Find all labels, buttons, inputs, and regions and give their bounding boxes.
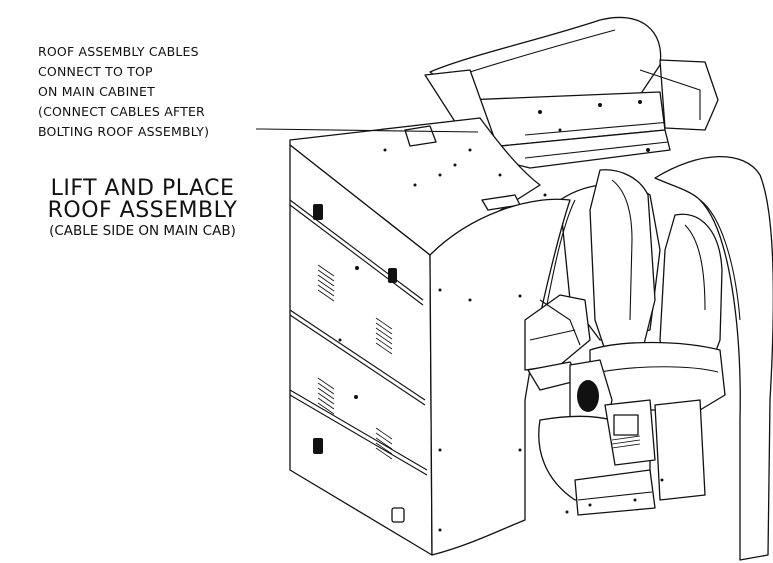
cable-callout: ROOF ASSEMBLY CABLES CONNECT TO TOP ON M… xyxy=(38,42,209,142)
callout-line: (CONNECT CABLES AFTER xyxy=(38,104,205,119)
headline-note: (CABLE SIDE ON MAIN CAB) xyxy=(49,223,236,239)
callout-line: CONNECT TO TOP xyxy=(38,64,153,79)
callout-line: BOLTING ROOF ASSEMBLY) xyxy=(38,124,210,139)
callout-line: ON MAIN CABINET xyxy=(38,84,155,99)
callout-line: ROOF ASSEMBLY CABLES xyxy=(38,44,199,59)
callout-leader xyxy=(256,128,479,133)
headline-line-1: LIFT AND PLACE xyxy=(50,176,235,201)
controls-and-floor xyxy=(524,294,706,516)
vent-slots xyxy=(317,264,393,460)
rear-side-arch xyxy=(654,155,773,561)
headline-line-2: ROOF ASSEMBLY xyxy=(47,198,238,223)
instruction-headline: LIFT AND PLACE ROOF ASSEMBLY (CABLE SIDE… xyxy=(0,178,285,240)
seat-area xyxy=(559,169,726,411)
